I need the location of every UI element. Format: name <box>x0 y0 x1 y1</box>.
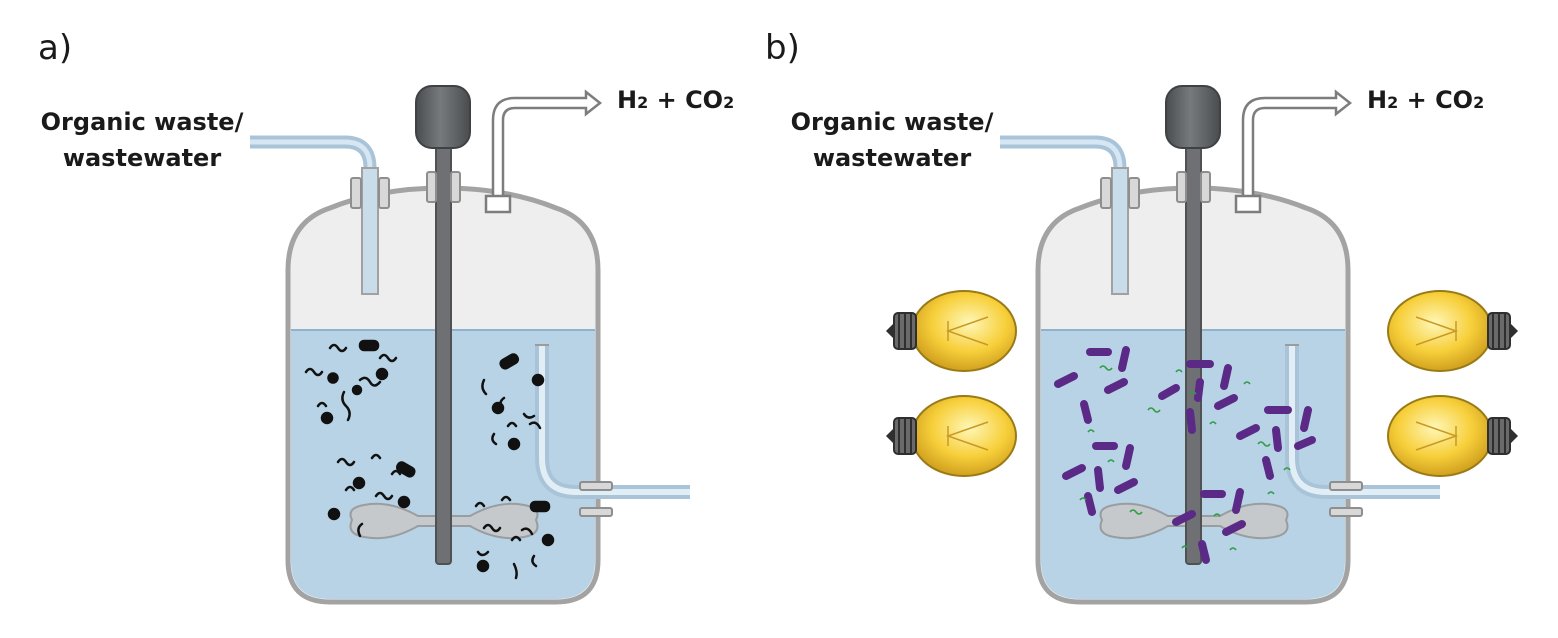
green-filaments-b <box>1079 365 1291 551</box>
light-bulb-right-top-icon <box>1387 290 1519 372</box>
panel-a-input-label: Organic waste/ wastewater <box>22 104 262 176</box>
panel-a-letter: a) <box>38 28 73 68</box>
gas-b-sub: 2 <box>723 93 735 112</box>
gas-a: H <box>1367 86 1388 114</box>
light-bulb-right-bottom-icon <box>1387 395 1519 477</box>
panel-a-gas-output-label: H2 + CO2 <box>617 86 734 114</box>
gas-a-sub: 2 <box>1387 93 1399 112</box>
gas-a: H <box>617 86 638 114</box>
input-label-line2: wastewater <box>812 144 972 172</box>
gas-plus: + <box>1398 86 1436 114</box>
black-particles-a <box>304 339 555 580</box>
panel-b-input-label: Organic waste/ wastewater <box>772 104 1012 176</box>
gas-b-sub: 2 <box>1473 93 1485 112</box>
gas-plus: + <box>648 86 686 114</box>
purple-bacteria-b <box>1054 346 1316 564</box>
input-label-line1: Organic waste/ <box>40 108 244 136</box>
input-label-line2: wastewater <box>62 144 222 172</box>
reactor-b <box>1000 86 1440 602</box>
panel-b-gas-output-label: H2 + CO2 <box>1367 86 1484 114</box>
input-label-line1: Organic waste/ <box>790 108 994 136</box>
light-bulb-left-top-icon <box>885 290 1017 372</box>
gas-b: CO <box>685 86 724 114</box>
reactor-a <box>250 86 690 602</box>
gas-b: CO <box>1435 86 1474 114</box>
panel-b-letter: b) <box>765 28 800 68</box>
light-bulb-left-bottom-icon <box>885 395 1017 477</box>
gas-a-sub: 2 <box>637 93 649 112</box>
